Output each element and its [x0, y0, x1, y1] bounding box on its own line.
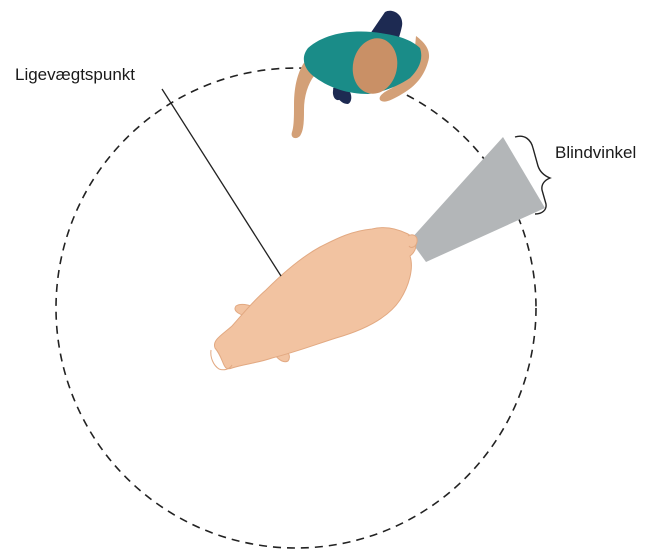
pig-icon	[211, 228, 417, 370]
pig-tail	[408, 235, 417, 248]
handler-icon	[292, 11, 429, 138]
balance-point-label: Ligevægtspunkt	[15, 65, 135, 84]
balance-point-leader-line	[162, 89, 281, 276]
blind-spot-area	[410, 137, 545, 262]
blind-spot-label: Blindvinkel	[555, 143, 636, 162]
pig-body	[214, 228, 415, 369]
